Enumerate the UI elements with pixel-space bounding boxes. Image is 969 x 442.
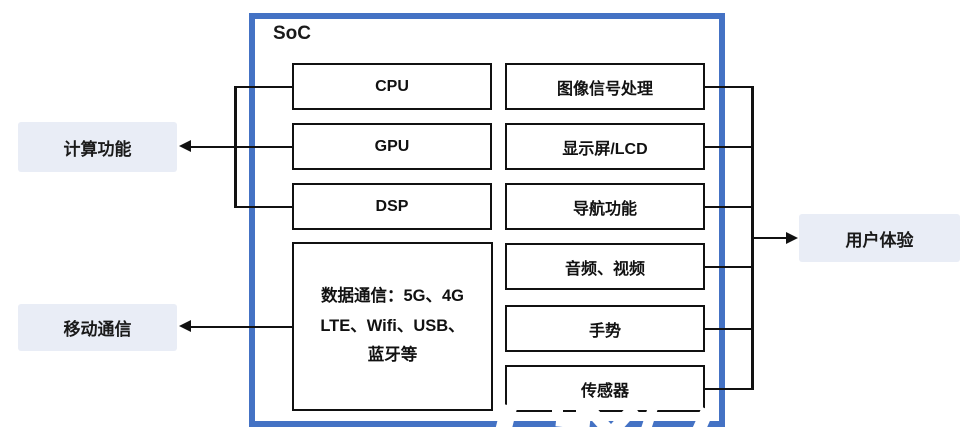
mobile-communication-label: 移动通信 (18, 304, 177, 351)
dsp-box: DSP (292, 183, 492, 230)
connector-mobile-line (190, 325, 292, 328)
sensor-box: 传感器 (505, 365, 705, 412)
user-experience-label: 用户体验 (799, 214, 960, 262)
arrowhead-left-mobile-icon (179, 320, 191, 332)
connector-computing-line (190, 145, 292, 148)
gpu-box: GPU (292, 123, 492, 170)
connector-ux-line (752, 236, 787, 240)
connector-isp-line (703, 85, 753, 88)
watermark-fragment (552, 407, 563, 417)
connector-lcd-line (703, 145, 753, 148)
connector-cpu-line (234, 85, 292, 88)
data-communication-box: 数据通信：5G、4G LTE、Wifi、USB、 蓝牙等 (292, 242, 493, 411)
connector-dsp-line (234, 205, 292, 208)
soc-title: SoC (273, 23, 311, 44)
cpu-box: CPU (292, 63, 492, 110)
gesture-box: 手势 (505, 305, 705, 352)
navigation-box: 导航功能 (505, 183, 705, 230)
image-signal-processing-box: 图像信号处理 (505, 63, 705, 110)
computing-function-label: 计算功能 (18, 122, 177, 172)
audio-video-box: 音频、视频 (505, 243, 705, 290)
watermark-fragment (576, 407, 585, 417)
soc-container-box (249, 13, 725, 427)
connector-nav-line (703, 205, 753, 208)
arrowhead-right-ux-icon (786, 231, 798, 244)
connector-gesture-line (703, 327, 753, 330)
watermark-fragment (555, 414, 591, 430)
arrowhead-left-computing-icon (179, 140, 191, 152)
connector-sensor-line (703, 387, 753, 390)
connector-av-line (703, 265, 753, 268)
display-lcd-box: 显示屏/LCD (505, 123, 705, 170)
